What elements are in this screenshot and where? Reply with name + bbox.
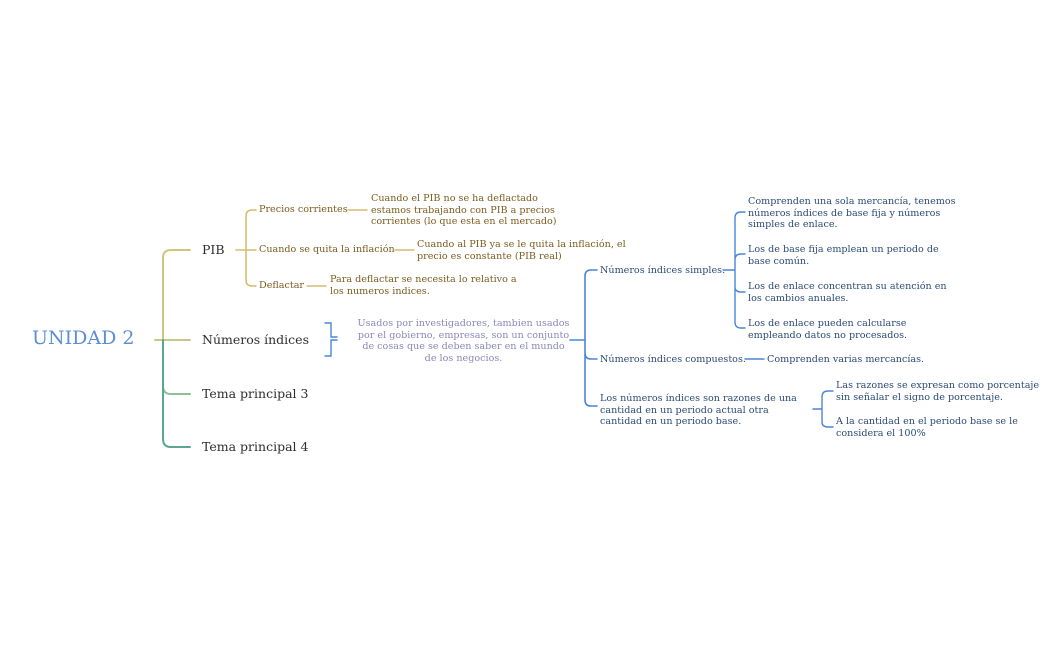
razones-item-1[interactable]: Las razones se expresan como porcentaje …	[836, 380, 1040, 403]
pib-deflactar[interactable]: Deflactar	[259, 280, 305, 291]
root-node[interactable]: UNIDAD 2	[32, 327, 135, 349]
branch-pib[interactable]: PIB	[202, 242, 225, 257]
pib-quita-inflacion[interactable]: Cuando se quita la inflación	[259, 244, 395, 255]
numeros-bracket	[324, 322, 338, 357]
simples-item-4[interactable]: Los de enlace pueden calcularse empleand…	[748, 318, 908, 341]
simples-item-3[interactable]: Los de enlace concentran su atención en …	[748, 281, 947, 304]
simples-item-2[interactable]: Los de base fija emplean un periodo de b…	[748, 244, 939, 267]
branch-tema-3[interactable]: Tema principal 3	[202, 386, 309, 401]
pib-deflactar-connector	[245, 249, 257, 287]
compuestos-detail[interactable]: Comprenden varias mercancías.	[767, 354, 925, 365]
pib-precios-connector	[245, 209, 257, 251]
numeros-simples[interactable]: Números índices simples.	[600, 265, 726, 276]
branch-tema3-connector	[162, 339, 191, 395]
numeros-main-bracket	[569, 269, 598, 407]
simples-item-1[interactable]: Comprenden una sola mercancía, tenemos n…	[748, 196, 956, 230]
razones-item-2[interactable]: A la cantidad en el periodo base se le c…	[836, 416, 1018, 439]
branch-tema-4[interactable]: Tema principal 4	[202, 439, 309, 454]
pib-deflactar-detail[interactable]: Para deflactar se necesita lo relativo a…	[330, 274, 517, 297]
pib-precios-corrientes[interactable]: Precios corrientes	[259, 204, 348, 215]
branch-pib-connector	[162, 249, 191, 341]
pib-quita-inflacion-detail[interactable]: Cuando al PIB ya se le quita la inflació…	[417, 239, 626, 262]
pib-precios-corrientes-detail[interactable]: Cuando el PIB no se ha deflactado estamo…	[371, 193, 557, 227]
razones-bracket	[812, 390, 834, 428]
branch-tema4-connector	[162, 339, 191, 448]
numeros-summary[interactable]: Usados por investigadores, tambien usado…	[357, 318, 570, 364]
numeros-compuestos[interactable]: Números índices compuestos.	[600, 354, 746, 365]
branch-numeros-indices[interactable]: Números índices	[202, 332, 309, 347]
numeros-razones[interactable]: Los números índices son razones de una c…	[600, 393, 797, 427]
simples-bracket	[722, 211, 746, 329]
